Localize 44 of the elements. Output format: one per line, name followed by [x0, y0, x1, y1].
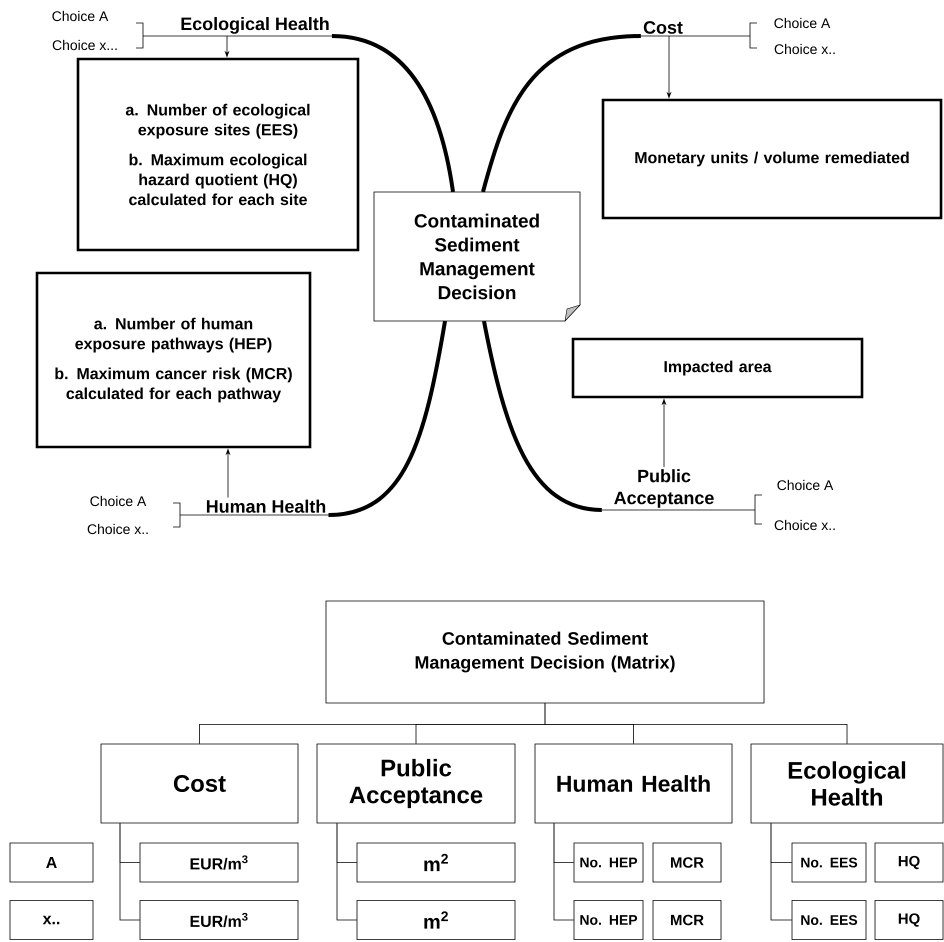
choice-label: Choice A [52, 10, 108, 22]
branch-label: Cost [644, 21, 683, 34]
branch-label: Human Health [206, 500, 326, 513]
criteria-box: Impacted area [572, 338, 864, 398]
indicator-box: No. EES [792, 900, 866, 940]
connector-line [544, 703, 848, 744]
criteria-box: Monetary units / volume remediated [602, 98, 942, 220]
unit-box: m$^{2}$ [356, 900, 516, 940]
connector-line [770, 823, 792, 920]
matrix-box: Contaminated Sediment Management Decision (Matrix) [326, 600, 764, 704]
criteria-box: a. Number of ecological exposure sites (EES) b. Maximum ecological hazard quotient (HQ) calculated for each site [76, 58, 360, 252]
choice-label: Choice x.. [774, 44, 835, 54]
choice-label: Choice x.. [774, 520, 835, 530]
criterion-box: Public Acceptance [316, 744, 516, 824]
indicator-box: No. EES [792, 842, 866, 882]
indicator-box: HQ [874, 842, 944, 882]
criterion-box: Human Health [534, 744, 732, 824]
criterion-box: Cost [100, 744, 298, 824]
choice-label: Choice A [90, 496, 146, 506]
option-box: A [10, 842, 94, 882]
branch-label: Public Acceptance [614, 469, 714, 508]
unit-box: m$^{2}$ [356, 842, 516, 882]
branch-curve [328, 320, 447, 517]
choice-label: Choice A [774, 18, 830, 28]
choice-label: Choice x.. [88, 524, 148, 534]
indicator-box: HQ [874, 900, 944, 940]
indicator-box: MCR [652, 842, 722, 882]
indicator-box: No. HEP [574, 900, 644, 940]
option-box: x.. [10, 900, 94, 940]
connector-line [120, 823, 140, 920]
criterion-box: Ecological Health [750, 744, 944, 824]
connector-line [554, 823, 574, 920]
branch-curve [482, 320, 602, 512]
indicator-box: No. HEP [574, 842, 644, 882]
choice-label: Choice A [777, 480, 834, 490]
criteria-box: a. Number of human exposure pathways (HEP) b. Maximum cancer risk (MCR) calculated for each pathway [36, 272, 312, 448]
unit-box: EUR/m$^{3}$ [140, 900, 298, 940]
branch-curve [481, 34, 641, 192]
choice-label: Choice x... [52, 40, 117, 50]
branch-curve [332, 34, 455, 192]
indicator-box: MCR [652, 900, 722, 940]
connector-line [336, 823, 357, 920]
branch-label: Ecological Health [181, 17, 329, 34]
unit-box: EUR/m$^{3}$ [140, 842, 298, 882]
